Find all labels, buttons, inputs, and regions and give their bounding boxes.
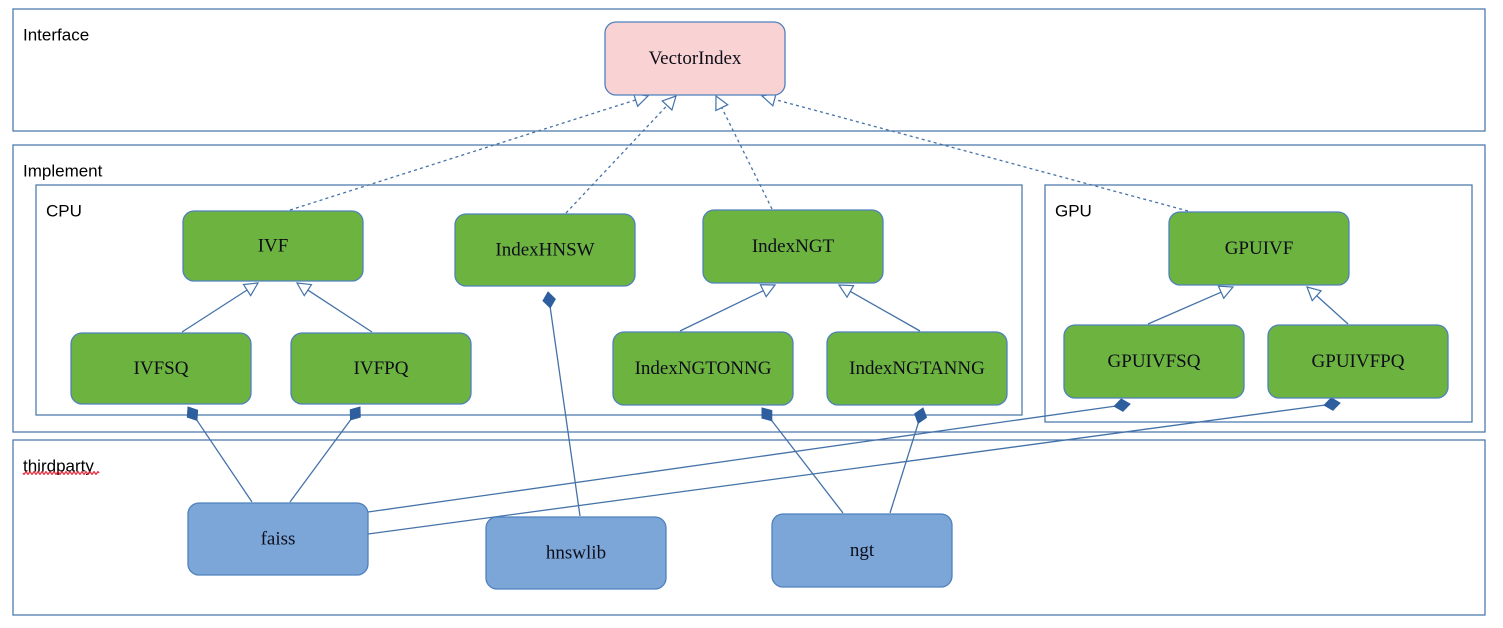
node-vectorindex[interactable]: VectorIndex — [604, 21, 786, 96]
node-rect-gpuivf[interactable] — [1168, 211, 1350, 286]
composition-diamond-faiss-to-gpuivfsq — [1113, 398, 1131, 412]
arrowhead-ivfsq-to-ivf — [242, 282, 260, 297]
node-rect-gpuivfpq[interactable] — [1267, 324, 1449, 399]
composition-diamond-faiss-to-ivfsq — [186, 406, 199, 421]
node-label-indexhnsw: IndexHNSW — [495, 239, 594, 260]
edge-line-indexngtanng-to-indexngt — [849, 290, 921, 332]
node-rect-faiss[interactable] — [187, 502, 369, 576]
arrowhead-gpuivfsq-to-gpuivf — [1217, 285, 1235, 300]
node-rect-ivfsq[interactable] — [70, 332, 252, 405]
edge-line-indexngtonng-to-indexngt — [679, 289, 765, 332]
node-label-ngt: ngt — [850, 540, 875, 561]
node-label-ivfpq: IVFPQ — [354, 358, 409, 379]
edges-layer — [181, 92, 1349, 535]
spellcheck-underline-thirdparty — [22, 471, 100, 475]
edge-line-gpuivfsq-to-gpuivf — [1147, 291, 1223, 325]
edge-line-ivfsq-to-ivf — [181, 288, 249, 333]
edge-line-ivf-to-vectorindex — [289, 99, 637, 211]
node-rect-indexngt[interactable] — [702, 209, 884, 284]
node-indexngtanng[interactable]: IndexNGTANNG — [826, 331, 1008, 406]
composition-diamond-ngt-to-indexngtonng — [761, 407, 773, 422]
node-rect-ivfpq[interactable] — [290, 332, 472, 405]
edge-ivfpq-to-ivf — [295, 282, 373, 333]
node-rect-hnswlib[interactable] — [485, 516, 667, 590]
container-label-thirdparty: thirdparty — [23, 456, 94, 475]
node-rect-indexhnsw[interactable] — [454, 213, 636, 287]
edge-line-ivfpq-to-ivf — [306, 289, 373, 333]
arrowhead-indexngtonng-to-indexngt — [759, 284, 777, 298]
edge-line-ngt-to-indexngtonng — [770, 419, 844, 514]
edge-line-faiss-to-ivfpq — [289, 418, 352, 503]
composition-diamond-faiss-to-ivfpq — [349, 406, 361, 421]
node-indexngt[interactable]: IndexNGT — [702, 209, 884, 284]
node-label-faiss: faiss — [261, 528, 296, 549]
arrowhead-indexngt-to-vectorindex — [715, 94, 729, 112]
node-rect-gpuivfsq[interactable] — [1063, 324, 1245, 399]
composition-diamond-ngt-to-indexngtanng — [914, 407, 928, 425]
edge-faiss-to-ivfpq — [289, 406, 361, 503]
node-ivfpq[interactable]: IVFPQ — [290, 332, 472, 405]
node-rect-indexngtanng[interactable] — [826, 331, 1008, 406]
edge-ngt-to-indexngtanng — [889, 407, 928, 514]
edge-faiss-to-ivfsq — [186, 406, 253, 503]
node-gpuivfsq[interactable]: GPUIVFSQ — [1063, 324, 1245, 399]
node-label-gpuivfsq: GPUIVFSQ — [1108, 351, 1201, 372]
node-hnswlib[interactable]: hnswlib — [485, 516, 667, 590]
edge-line-faiss-to-gpuivfsq — [367, 405, 1116, 513]
composition-diamond-faiss-to-gpuivfpq — [1323, 397, 1341, 411]
container-label-gpu: GPU — [1055, 201, 1092, 220]
node-rect-ivf[interactable] — [182, 210, 364, 282]
node-label-gpuivf: GPUIVF — [1225, 238, 1294, 259]
edge-line-hnswlib-to-indexhnsw — [549, 306, 581, 517]
edge-line-indexngt-to-vectorindex — [720, 106, 773, 210]
edge-indexhnsw-to-vectorindex — [565, 95, 677, 214]
edge-gpuivfpq-to-gpuivf — [1306, 286, 1349, 325]
container-label-interface: Interface — [23, 25, 89, 44]
edge-faiss-to-gpuivfsq — [367, 398, 1131, 513]
edge-hnswlib-to-indexhnsw — [542, 291, 581, 517]
node-label-hnswlib: hnswlib — [546, 542, 606, 563]
node-indexngtonng[interactable]: IndexNGTONNG — [612, 331, 794, 406]
composition-diamond-hnswlib-to-indexhnsw — [542, 291, 556, 309]
node-label-indexngtanng: IndexNGTANNG — [849, 358, 985, 379]
node-label-vectorindex: VectorIndex — [649, 48, 742, 69]
edge-indexngtonng-to-indexngt — [679, 284, 777, 332]
edge-faiss-to-gpuivfpq — [367, 397, 1341, 535]
node-label-ivfsq: IVFSQ — [134, 358, 189, 379]
arrowhead-ivfpq-to-ivf — [295, 282, 313, 297]
node-faiss[interactable]: faiss — [187, 502, 369, 576]
arrowhead-indexngtanng-to-indexngt — [837, 284, 855, 299]
node-label-gpuivfpq: GPUIVFPQ — [1312, 351, 1405, 372]
edge-indexngt-to-vectorindex — [715, 94, 773, 210]
edge-ngt-to-indexngtonng — [761, 407, 844, 514]
container-label-implement: Implement — [23, 161, 103, 180]
edge-line-faiss-to-ivfsq — [195, 419, 253, 503]
node-rect-ngt[interactable] — [771, 513, 953, 588]
node-ngt[interactable]: ngt — [771, 513, 953, 588]
node-ivfsq[interactable]: IVFSQ — [70, 332, 252, 405]
node-label-indexngt: IndexNGT — [752, 236, 835, 257]
node-rect-vectorindex[interactable] — [604, 21, 786, 96]
edge-gpuivfsq-to-gpuivf — [1147, 285, 1235, 325]
container-label-cpu: CPU — [46, 201, 82, 220]
node-ivf[interactable]: IVF — [182, 210, 364, 282]
node-indexhnsw[interactable]: IndexHNSW — [454, 213, 636, 287]
node-label-ivf: IVF — [258, 235, 289, 256]
node-label-indexngtonng: IndexNGTONNG — [635, 358, 772, 379]
node-rect-indexngtonng[interactable] — [612, 331, 794, 406]
edge-line-gpuivfpq-to-gpuivf — [1315, 294, 1349, 325]
edge-ivfsq-to-ivf — [181, 282, 260, 333]
edge-line-ngt-to-indexngtanng — [889, 422, 920, 514]
edge-indexngtanng-to-indexngt — [837, 284, 921, 332]
arrowhead-indexhnsw-to-vectorindex — [661, 95, 677, 112]
node-gpuivfpq[interactable]: GPUIVFPQ — [1267, 324, 1449, 399]
node-gpuivf[interactable]: GPUIVF — [1168, 211, 1350, 286]
arrowhead-gpuivfpq-to-gpuivf — [1306, 286, 1323, 302]
edge-line-faiss-to-gpuivfpq — [367, 404, 1326, 535]
